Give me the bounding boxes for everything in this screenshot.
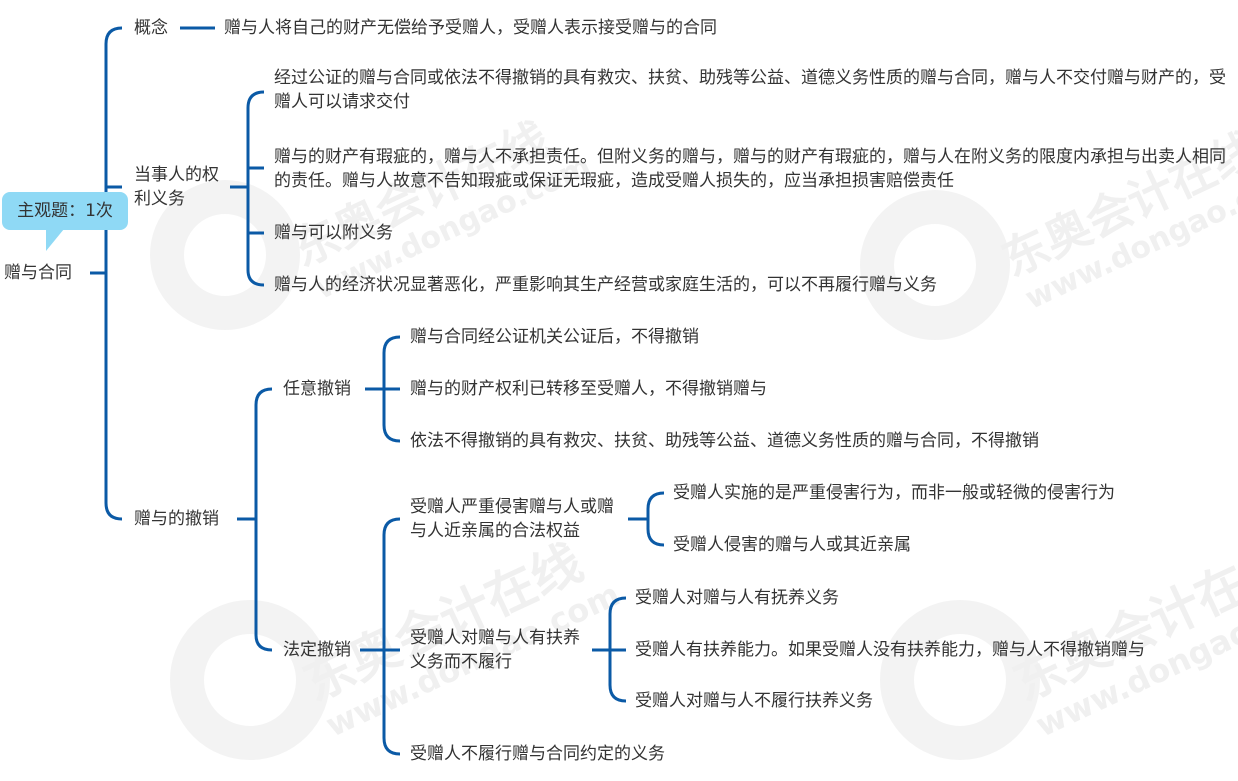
node-statutory-item-1-child-1[interactable]: 受赠人实施的是严重侵害行为，而非一般或轻微的侵害行为 <box>673 483 1115 503</box>
node-concept[interactable]: 概念 <box>134 18 168 38</box>
node-statutory-item-2-child-1[interactable]: 受赠人对赠与人有抚养义务 <box>635 588 839 608</box>
node-rights-item-1[interactable]: 经过公证的赠与合同或依法不得撤销的具有救灾、扶贫、助残等公益、道德义务性质的赠与… <box>274 68 1226 112</box>
node-arbitrary-item-2[interactable]: 赠与的财产权利已转移至受赠人，不得撤销赠与 <box>410 379 767 399</box>
root-node[interactable]: 赠与合同 <box>4 263 72 283</box>
callout-tail <box>46 229 64 251</box>
node-arbitrary-item-3[interactable]: 依法不得撤销的具有救灾、扶贫、助残等公益、道德义务性质的赠与合同，不得撤销 <box>410 431 1039 451</box>
node-arbitrary-item-1[interactable]: 赠与合同经公证机关公证后，不得撤销 <box>410 327 699 347</box>
node-arbitrary-revocation[interactable]: 任意撤销 <box>283 379 351 399</box>
node-rights-item-4[interactable]: 赠与人的经济状况显著恶化，严重影响其生产经营或家庭生活的，可以不再履行赠与义务 <box>274 275 937 295</box>
node-statutory-item-2-child-2[interactable]: 受赠人有扶养能力。如果受赠人没有扶养能力，赠与人不得撤销赠与 <box>635 640 1145 660</box>
node-revocation[interactable]: 赠与的撤销 <box>134 509 219 529</box>
node-rights-item-2[interactable]: 赠与的财产有瑕疵的，赠与人不承担责任。但附义务的赠与，赠与的财产有瑕疵的，赠与人… <box>274 147 1226 191</box>
node-statutory-item-3[interactable]: 受赠人不履行赠与合同约定的义务 <box>410 744 665 764</box>
callout-badge: 主观题：1次 <box>2 192 128 230</box>
node-statutory-revocation[interactable]: 法定撤销 <box>283 640 351 660</box>
node-statutory-item-2-child-3[interactable]: 受赠人对赠与人不履行扶养义务 <box>635 691 873 711</box>
node-statutory-item-2[interactable]: 受赠人对赠与人有扶养义务而不履行 <box>410 628 580 672</box>
node-concept-text[interactable]: 赠与人将自己的财产无偿给予受赠人，受赠人表示接受赠与的合同 <box>224 18 717 38</box>
node-rights[interactable]: 当事人的权利义务 <box>134 165 219 209</box>
node-rights-item-3[interactable]: 赠与可以附义务 <box>274 223 393 243</box>
node-statutory-item-1-child-2[interactable]: 受赠人侵害的赠与人或其近亲属 <box>673 535 911 555</box>
node-statutory-item-1[interactable]: 受赠人严重侵害赠与人或赠与人近亲属的合法权益 <box>410 497 614 541</box>
